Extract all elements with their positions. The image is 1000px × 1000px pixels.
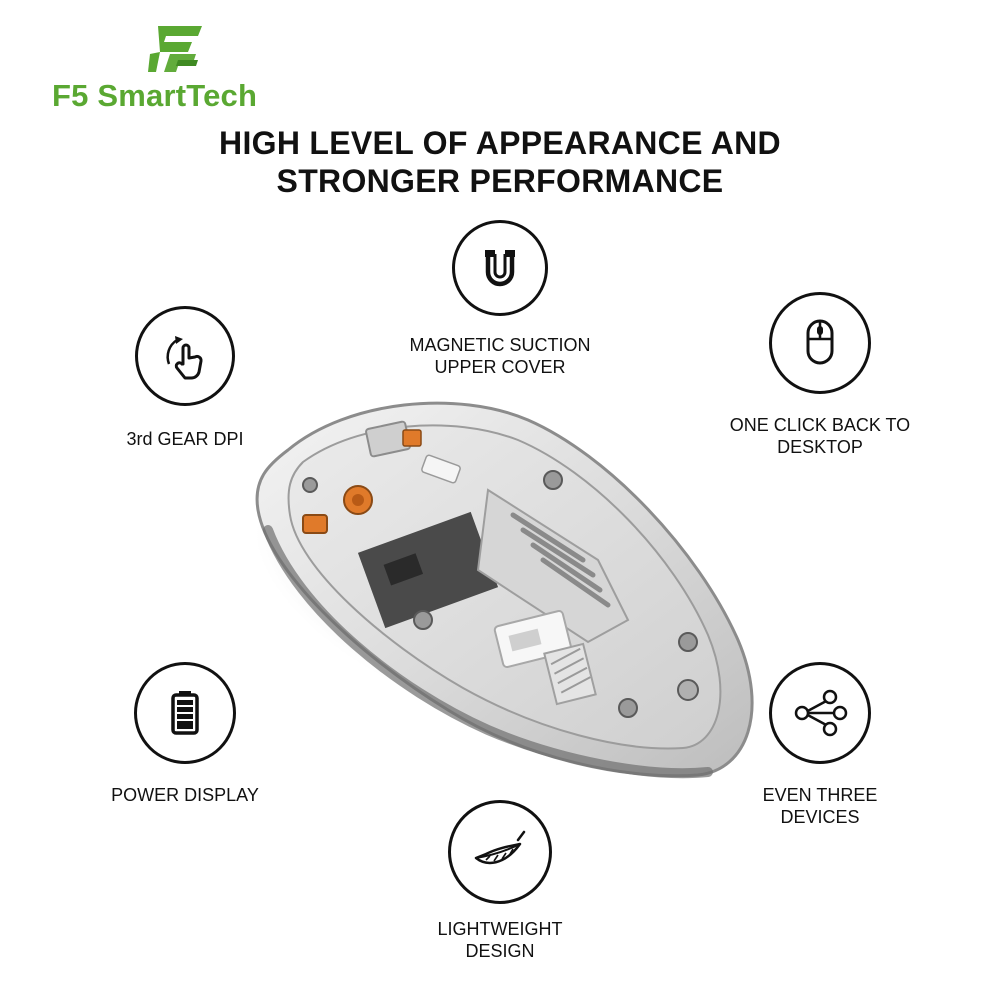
hand-gesture-icon — [166, 336, 203, 380]
headline-line-2: STRONGER PERFORMANCE — [276, 163, 724, 199]
feature-lightweight-line-1: LIGHTWEIGHT — [437, 919, 563, 939]
feature-devices-line-1: EVEN THREE — [762, 785, 878, 805]
headline: HIGH LEVEL OF APPEARANCE AND STRONGER PE… — [150, 124, 850, 200]
feather-icon — [474, 830, 526, 865]
f5-logo-mark-icon — [148, 26, 202, 72]
feather-icon-circle — [448, 800, 552, 904]
battery-icon — [171, 691, 199, 735]
battery-icon-circle — [134, 662, 236, 764]
hand-gesture-icon-circle — [135, 306, 235, 406]
share-icon — [794, 689, 848, 737]
feature-lightweight-line-2: DESIGN — [465, 941, 535, 961]
feature-desktop: ONE CLICK BACK TO DESKTOP — [700, 292, 940, 458]
mouse-switch-orange-small — [302, 514, 328, 534]
mouse-icon — [806, 319, 834, 365]
feature-dpi: 3rd GEAR DPI — [65, 306, 305, 450]
magnet-icon-circle — [452, 220, 548, 316]
feature-lightweight: LIGHTWEIGHT DESIGN — [380, 800, 620, 962]
transparent-mouse-image — [255, 401, 754, 779]
feature-devices: EVEN THREE DEVICES — [700, 662, 940, 828]
magnet-icon — [485, 250, 515, 287]
feature-devices-line-2: DEVICES — [780, 807, 860, 827]
feature-desktop-line-2: DESKTOP — [777, 437, 863, 457]
feature-magnetic-line-2: UPPER COVER — [434, 357, 566, 377]
feature-desktop-line-1: ONE CLICK BACK TO — [729, 415, 911, 435]
headline-line-1: HIGH LEVEL OF APPEARANCE AND — [219, 125, 781, 161]
brand-name: F5 SmartTech — [52, 78, 258, 113]
feature-magnetic-line-1: MAGNETIC SUCTION — [409, 335, 591, 355]
mouse-icon-circle — [769, 292, 871, 394]
feature-power-line-1: POWER DISPLAY — [111, 785, 259, 805]
feature-power: POWER DISPLAY — [65, 662, 305, 806]
share-icon-circle — [769, 662, 871, 764]
feature-dpi-line-1: 3rd GEAR DPI — [126, 429, 244, 449]
mouse-screw — [543, 470, 563, 490]
feature-magnetic: MAGNETIC SUCTION UPPER COVER — [380, 220, 620, 378]
brand-logo: F5 SmartTech — [52, 16, 312, 116]
mouse-rim — [263, 525, 713, 779]
mouse-board — [357, 511, 499, 629]
mouse-board-chip — [383, 553, 424, 586]
